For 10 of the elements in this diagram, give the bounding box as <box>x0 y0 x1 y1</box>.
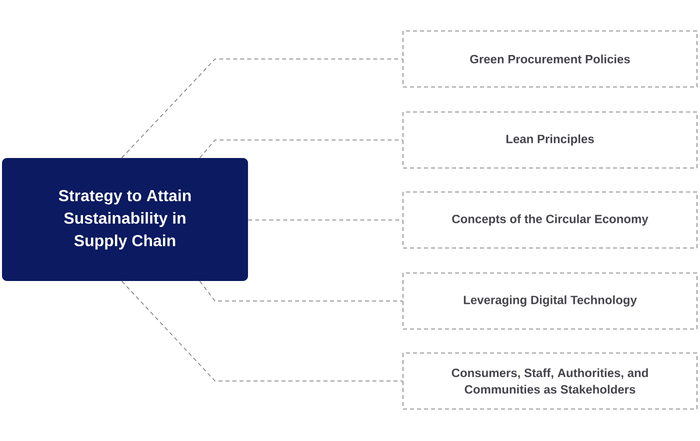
central-box: Strategy to Attain Sustainability in Supply Chain <box>2 158 248 281</box>
topic-box: Leveraging Digital Technology <box>402 272 698 330</box>
topic-box: Concepts of the Circular Economy <box>402 192 698 248</box>
connector-line <box>121 58 403 158</box>
connector-line <box>199 280 403 302</box>
connector-line <box>121 280 403 382</box>
connector-line <box>199 140 403 158</box>
topic-box: Green Procurement Policies <box>402 30 698 88</box>
topic-box: Lean Principles <box>402 112 698 168</box>
topic-box: Consumers, Staff, Authorities, and Communities as Stakeholders <box>402 352 698 410</box>
